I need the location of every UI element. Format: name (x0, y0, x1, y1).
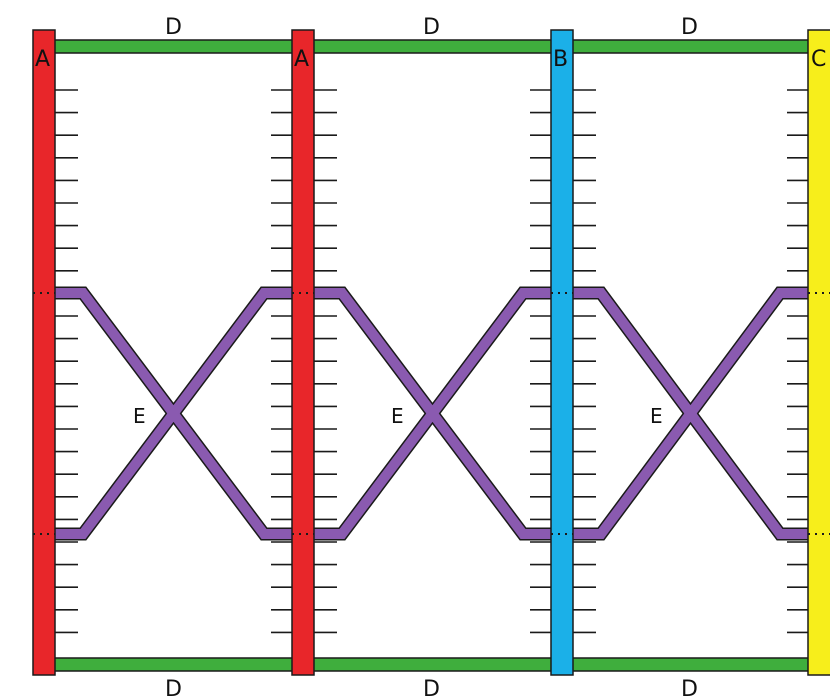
post-3 (550, 29, 574, 676)
top-rail-label-2: D (423, 15, 440, 40)
diagonal-brace (573, 288, 808, 539)
post-label-1: A (35, 47, 50, 72)
bottom-rail-label-3: D (681, 677, 698, 700)
post-label-2: A (294, 47, 309, 72)
top-rail-label-3: D (681, 15, 698, 40)
top-rail-label-1: D (165, 15, 182, 40)
brace-label-3: E (650, 404, 663, 428)
bottom-rail-label-1: D (165, 677, 182, 700)
post-4 (807, 29, 830, 676)
brace-label-2: E (391, 404, 404, 428)
bottom-rail-label-2: D (423, 677, 440, 700)
diagonal-brace (314, 288, 551, 539)
post-2 (291, 29, 315, 676)
post-1 (32, 29, 56, 676)
top-rail (43, 39, 829, 54)
diagonal-braces (55, 286, 808, 541)
post-label-3: B (553, 47, 568, 72)
brace-label-1: E (133, 404, 146, 428)
post-label-4: C (811, 47, 826, 72)
diagonal-brace (55, 288, 292, 539)
tick-marks (55, 89, 808, 634)
bottom-rail (43, 657, 829, 672)
